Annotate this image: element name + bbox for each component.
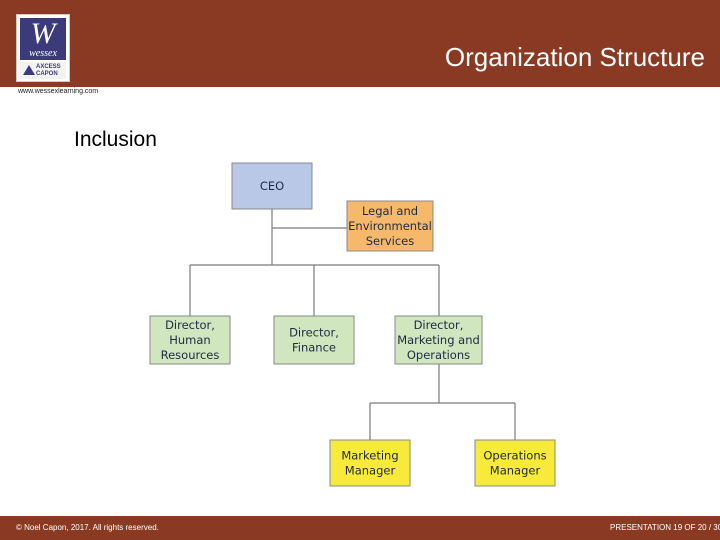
org-node-box	[329, 439, 411, 487]
org-node-label: Manager	[345, 464, 396, 478]
org-node-box	[474, 439, 556, 487]
org-node-label: Finance	[292, 341, 336, 355]
wessex-logo-mark: W wessex	[20, 18, 66, 60]
website-url: www.wessexlearning.com	[18, 88, 99, 95]
org-node-label: Operations	[483, 449, 546, 463]
copyright-text: © Noel Capon, 2017. All rights reserved.	[16, 523, 159, 532]
org-node-label: Operations	[407, 348, 470, 362]
org-node-box	[394, 315, 483, 365]
org-node-label: Environmental	[348, 219, 432, 233]
footer-bar: © Noel Capon, 2017. All rights reserved.…	[0, 516, 720, 540]
org-node-label: Director,	[414, 318, 464, 332]
org-node-label: Marketing	[341, 449, 398, 463]
slide-title: Organization Structure	[444, 42, 705, 72]
section-heading: Inclusion	[74, 128, 157, 151]
axcess-triangle-icon	[23, 65, 35, 75]
org-node-label: Legal and	[362, 204, 418, 218]
org-node-label: Director,	[289, 326, 339, 340]
org-node-box	[149, 315, 231, 365]
org-node-ceo: CEO	[231, 162, 313, 210]
org-node-label: Human	[169, 333, 210, 347]
org-node-label: CEO	[260, 179, 284, 193]
org-node-finance: Director,Finance	[273, 315, 355, 365]
org-node-label: Director,	[165, 318, 215, 332]
page-number: PRESENTATION 19 OF 20 / 30	[610, 523, 720, 532]
org-node-label: Services	[366, 234, 415, 248]
org-node-box	[346, 200, 434, 252]
org-node-label: Marketing and	[397, 333, 480, 347]
org-chart-connectors	[189, 209, 516, 440]
org-node-label: Resources	[161, 348, 220, 362]
org-node-box	[231, 162, 313, 210]
org-node-box	[273, 315, 355, 365]
org-node-label: Manager	[490, 464, 541, 478]
